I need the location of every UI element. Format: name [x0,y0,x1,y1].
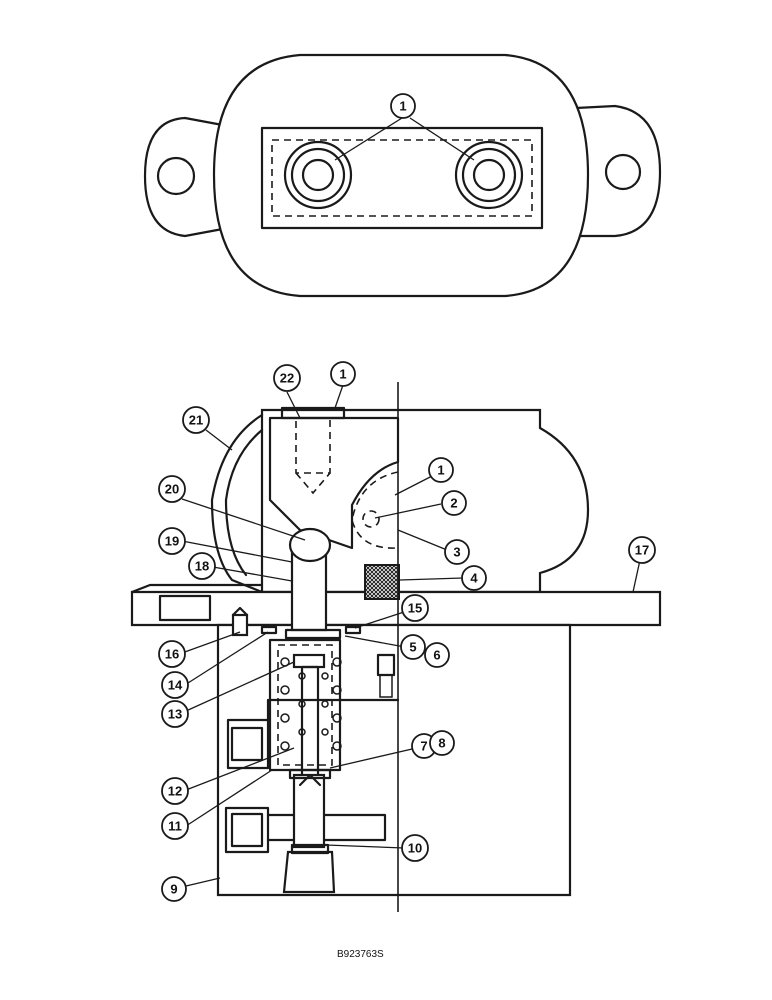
callout-15: 15 [401,594,429,622]
svg-text:20: 20 [165,482,179,497]
lower-spool [292,773,326,849]
end-plug-collar [290,843,330,855]
cross-passage [266,813,387,842]
lower-spool-tip [298,773,322,787]
flange-pocket [158,594,212,622]
check-ball-hidden [362,510,380,528]
section-view [130,382,662,912]
top-view [143,53,662,298]
callout-22: 22 [273,364,301,392]
callout-4: 4 [461,565,487,591]
callout-18: 18 [188,552,216,580]
spring-seat [292,653,326,669]
dowel-pin [231,613,249,637]
callout-17: 17 [628,536,656,564]
callout-20: 20 [158,475,186,503]
callout-14: 14 [161,671,189,699]
left-bolt-hole [156,156,196,196]
top-cap [280,406,346,420]
o-ring-right [344,625,362,635]
figure-id: B923763S [337,949,384,960]
svg-text:18: 18 [195,559,209,574]
end-plug [282,850,336,894]
svg-text:4: 4 [470,571,478,586]
passage-arc-hidden [351,471,399,549]
svg-text:21: 21 [189,413,203,428]
svg-text:6: 6 [433,648,440,663]
svg-text:19: 19 [165,534,179,549]
callout-11: 11 [161,812,189,840]
callout-1-section-top: 1 [330,361,356,387]
callout-19: 19 [158,527,186,555]
svg-text:17: 17 [635,543,649,558]
svg-text:7: 7 [420,739,427,754]
left-port [283,140,353,210]
callout-9: 9 [161,876,187,902]
plunger-head [288,527,332,563]
svg-text:1: 1 [339,367,346,382]
upper-housing [260,408,590,594]
lower-port-lower-inner [230,812,264,848]
retainer-washer [284,628,342,640]
svg-text:1: 1 [437,463,444,478]
mounting-flange [130,590,662,627]
o-ring-left [260,625,278,635]
svg-text:14: 14 [168,678,183,693]
dowel-pin-tip [231,606,249,617]
callout-top-1: 1 [390,93,416,119]
bolt-tip-hidden [295,472,331,495]
svg-text:12: 12 [168,784,182,799]
lower-port-upper-inner [230,726,264,762]
svg-text:5: 5 [409,640,416,655]
seal-block [364,564,400,600]
svg-text:9: 9 [170,882,177,897]
callout-3: 3 [444,539,470,565]
svg-text:2: 2 [450,496,457,511]
svg-text:10: 10 [408,841,422,856]
svg-text:22: 22 [280,371,294,386]
left-bulge-outer [210,413,264,594]
callout-6: 6 [424,642,450,668]
right-port [454,140,524,210]
top-body-outline [212,53,590,298]
flange-step [130,583,264,594]
callout-8: 8 [429,730,455,756]
svg-text:8: 8 [438,736,445,751]
side-plug-body [379,674,393,698]
svg-text:16: 16 [165,647,179,662]
svg-text:11: 11 [168,819,182,834]
callout-21: 21 [182,406,210,434]
right-mounting-ear [574,104,662,238]
svg-text:1: 1 [399,99,406,114]
callout-13: 13 [161,700,189,728]
leader-lines [181,117,641,887]
callout-16: 16 [158,640,186,668]
right-bolt-hole [604,153,642,191]
lower-port-upper [226,718,270,770]
svg-text:13: 13 [168,707,182,722]
callout-5: 5 [400,634,426,660]
callout-10: 10 [401,834,429,862]
svg-text:15: 15 [408,601,422,616]
svg-text:3: 3 [453,545,460,560]
callout-1-section-right: 1 [428,457,454,483]
lower-port-lower [224,806,270,854]
callout-12: 12 [161,777,189,805]
callout-2: 2 [441,490,467,516]
lower-cavity-top [266,698,400,722]
cover-plate [260,126,544,230]
left-mounting-ear [143,116,230,238]
left-bulge-inner [224,428,264,577]
spring-hidden [277,644,333,766]
lower-seat [288,768,332,780]
